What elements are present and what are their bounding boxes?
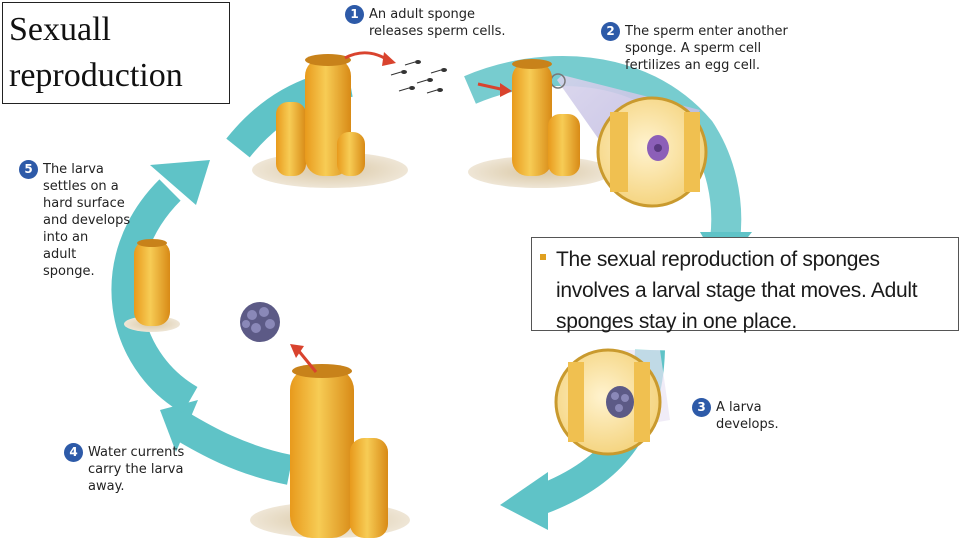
- step-1-text: An adult sponge releases sperm cells.: [369, 7, 506, 39]
- step-3-text: A larva develops.: [716, 400, 779, 432]
- step-2-badge: 2: [601, 22, 620, 41]
- adult-sponge-2: [468, 59, 612, 188]
- step-4-badge: 4: [64, 443, 83, 462]
- step-3: 3 A larva develops.: [692, 398, 779, 433]
- step-1: 1 An adult sponge releases sperm cells.: [345, 5, 506, 40]
- cycle-arrow-left: [111, 160, 210, 414]
- step-5-badge: 5: [19, 160, 38, 179]
- magnified-larva: [554, 348, 670, 456]
- summary-text: The sexual reproduction of sponges invol…: [556, 248, 918, 333]
- free-swimming-larva: [240, 302, 280, 342]
- step-2-text: The sperm enter another sponge. A sperm …: [625, 24, 788, 73]
- step-1-badge: 1: [345, 5, 364, 24]
- slide-title: Sexuall reproduction: [9, 11, 183, 94]
- step-3-badge: 3: [692, 398, 711, 417]
- step-4-text: Water currents carry the larva away.: [88, 445, 185, 494]
- settled-sponge: [124, 239, 180, 332]
- magnified-fertilization: [596, 96, 708, 208]
- adult-sponge-bottom: [250, 344, 410, 538]
- step-5: 5 The larva settles on a hard surface an…: [19, 160, 131, 280]
- summary-callout: The sexual reproduction of sponges invol…: [531, 237, 959, 333]
- title-box: Sexuall reproduction: [2, 2, 230, 104]
- bullet-icon: [540, 254, 546, 260]
- cycle-arrow-bottom-left: [160, 400, 294, 485]
- step-2: 2 The sperm enter another sponge. A sper…: [601, 22, 788, 74]
- sperm-release: [344, 51, 447, 94]
- adult-sponge-1: [252, 54, 408, 188]
- step-4: 4 Water currents carry the larva away.: [64, 443, 185, 495]
- step-5-text: The larva settles on a hard surface and …: [43, 162, 131, 279]
